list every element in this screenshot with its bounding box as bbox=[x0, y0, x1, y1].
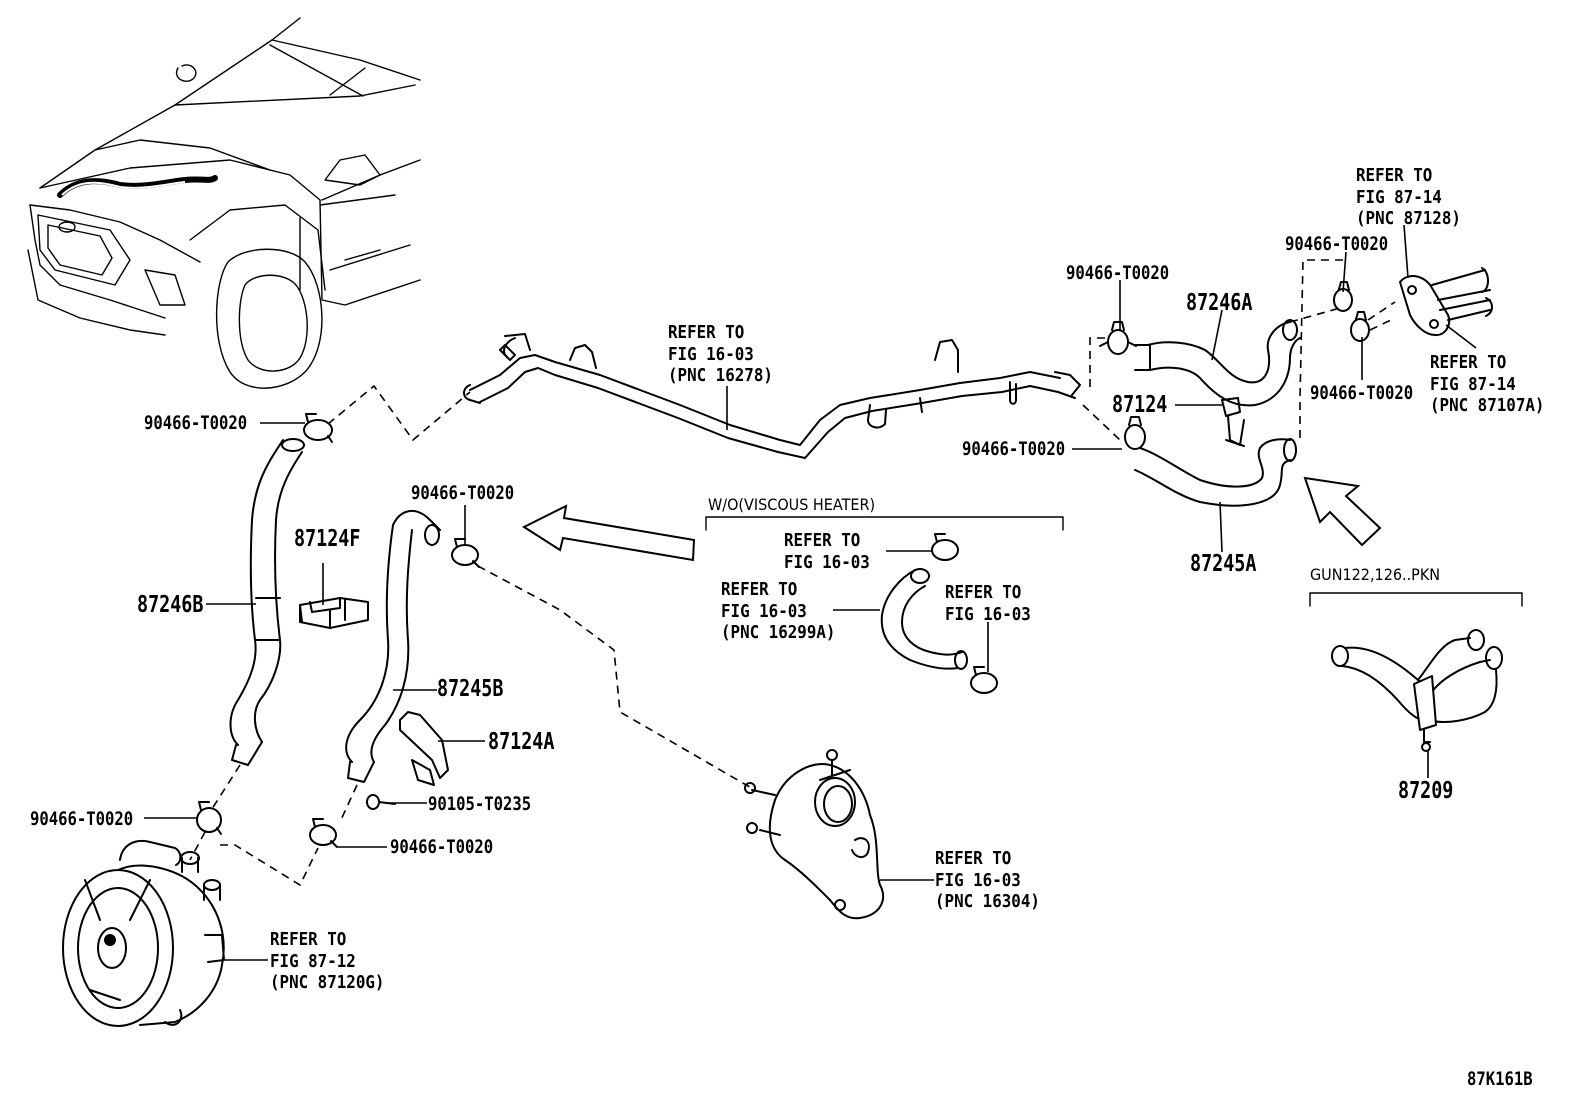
clamp-shapes bbox=[196, 281, 1370, 848]
bolt-90105 bbox=[366, 794, 396, 810]
vehicle-illustration bbox=[27, 17, 421, 389]
clip-87124f bbox=[299, 597, 369, 629]
group-brackets bbox=[705, 516, 1523, 607]
part-number-label: 90466-T0020 bbox=[30, 808, 134, 830]
hose-87246b bbox=[229, 438, 305, 766]
ref-label-16278: REFER TO FIG 16-03 (PNC 16278) bbox=[668, 322, 773, 386]
direction-arrow-up bbox=[1303, 476, 1382, 547]
group-caption: W/O(VISCOUS HEATER) bbox=[708, 495, 876, 514]
ref-label-16-03: REFER TO FIG 16-03 bbox=[784, 530, 870, 573]
hose-87209 bbox=[1331, 629, 1503, 752]
part-number-label: 90105-T0235 bbox=[428, 793, 532, 815]
vehicle-highlight-hose bbox=[57, 175, 218, 198]
hose-87245b bbox=[345, 510, 441, 783]
figure-code: 87K161B bbox=[1467, 1068, 1533, 1090]
part-number-label: 90466-T0020 bbox=[962, 438, 1066, 460]
part-number-label: 87245A bbox=[1190, 551, 1257, 577]
ref-label-16304: REFER TO FIG 16-03 (PNC 16304) bbox=[935, 848, 1040, 912]
part-number-label: 90466-T0020 bbox=[411, 482, 515, 504]
ref-label-16299a: REFER TO FIG 16-03 (PNC 16299A) bbox=[721, 579, 836, 643]
wo-viscous-hose bbox=[880, 568, 968, 670]
part-number-label: 87245B bbox=[437, 676, 504, 702]
part-number-label: 87246B bbox=[137, 592, 204, 618]
clip-87124a bbox=[399, 711, 449, 786]
part-number-label: 90466-T0020 bbox=[390, 836, 494, 858]
direction-arrow-left bbox=[521, 504, 696, 562]
connection-lines bbox=[189, 259, 1396, 887]
part-number-label: 90466-T0020 bbox=[1066, 262, 1170, 284]
clip-87124 bbox=[1221, 397, 1245, 447]
vacuum-pipe bbox=[463, 333, 1081, 459]
ref-label-87120g: REFER TO FIG 87-12 (PNC 87120G) bbox=[270, 929, 385, 993]
vacuum-pump bbox=[62, 840, 225, 1027]
part-number-label: 90466-T0020 bbox=[1310, 382, 1414, 404]
ref-label-87128: REFER TO FIG 87-14 (PNC 87128) bbox=[1356, 165, 1461, 229]
part-number-label: 87124A bbox=[488, 729, 555, 755]
leader-lines bbox=[144, 224, 1477, 961]
part-number-label: 87209 bbox=[1398, 778, 1454, 804]
part-number-label: 90466-T0020 bbox=[144, 412, 248, 434]
hose-87245a bbox=[1134, 438, 1297, 507]
group-caption: GUN122,126..PKN bbox=[1310, 565, 1441, 584]
connector-87128 bbox=[1399, 267, 1493, 337]
hose-87246a bbox=[1134, 319, 1301, 407]
part-number-label: 87124 bbox=[1112, 392, 1168, 418]
ref-label-16-03: REFER TO FIG 16-03 bbox=[945, 582, 1031, 625]
part-number-label: 87124F bbox=[294, 526, 361, 552]
water-pump bbox=[744, 749, 885, 920]
part-number-label: 90466-T0020 bbox=[1285, 233, 1389, 255]
part-number-label: 87246A bbox=[1186, 290, 1253, 316]
ref-label-87107a: REFER TO FIG 87-14 (PNC 87107A) bbox=[1430, 352, 1545, 416]
